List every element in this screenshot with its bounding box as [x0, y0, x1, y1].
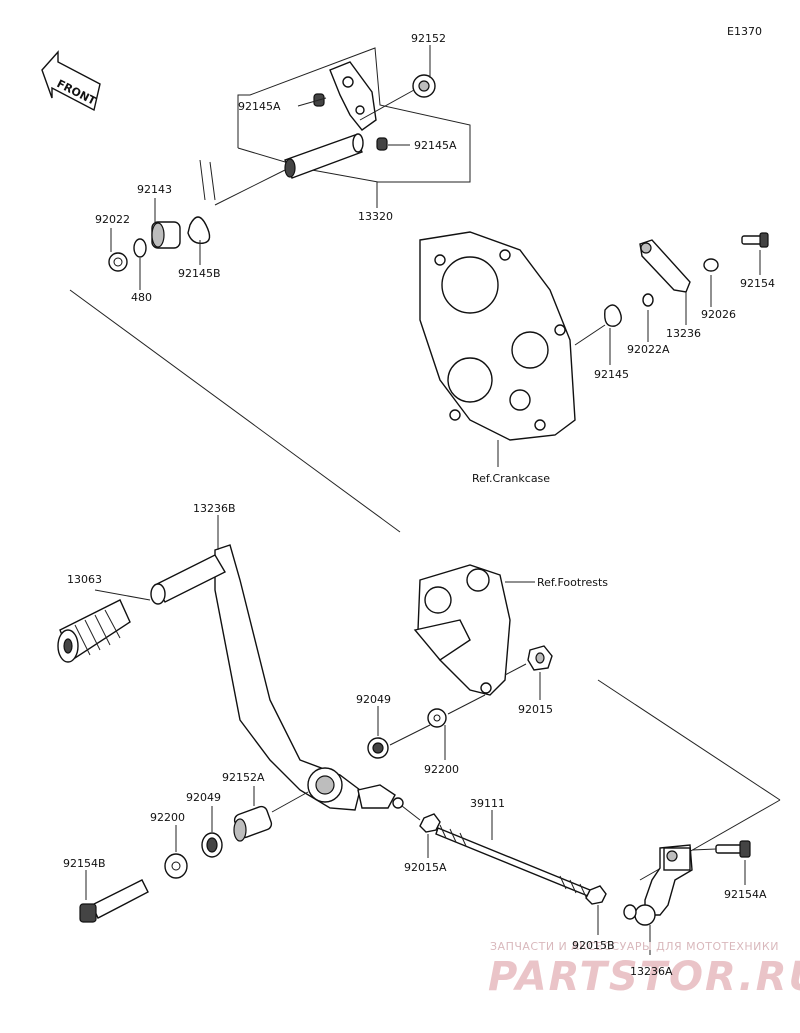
watermark-tagline: ЗАПЧАСТИ И АКСЕССУАРЫ ДЛЯ МОТОТЕХНИКИ	[490, 940, 779, 953]
leader-line-left	[69, 289, 401, 533]
site-watermark: ЗАПЧАСТИ И АКСЕССУАРЫ ДЛЯ МОТОТЕХНИКИ PA…	[488, 940, 800, 1000]
label-39111: 39111	[470, 797, 505, 810]
label-92145: 92145	[594, 368, 629, 381]
lower-shift-arm	[623, 840, 751, 955]
label-13236: 13236	[666, 327, 701, 340]
pedal-rubber	[57, 599, 131, 663]
crankcase-ref-label: Ref.Crankcase	[472, 472, 550, 485]
label-13320: 13320	[358, 210, 393, 223]
shift-arm-parts	[574, 232, 769, 365]
pedal-pivot-parts	[79, 645, 553, 923]
watermark-logo: PARTSTOR.RU	[488, 954, 800, 1000]
label-92143: 92143	[137, 183, 172, 196]
label-92200-upper: 92200	[424, 763, 459, 776]
shift-link-rod	[401, 805, 607, 935]
label-13236B: 13236B	[193, 502, 236, 515]
label-92145A-upper: 92145A	[238, 100, 281, 113]
label-92152: 92152	[411, 32, 446, 45]
label-92026: 92026	[701, 308, 736, 321]
label-92015A: 92015A	[404, 861, 447, 874]
label-92154B: 92154B	[63, 857, 106, 870]
label-92152A: 92152A	[222, 771, 265, 784]
footrests-ref-label: Ref.Footrests	[537, 576, 608, 589]
label-92154: 92154	[740, 277, 775, 290]
leader-line-right	[597, 679, 781, 801]
label-13236A: 13236A	[630, 965, 673, 978]
label-92022A: 92022A	[627, 343, 670, 356]
label-480: 480	[131, 291, 152, 304]
label-92049-lower: 92049	[186, 791, 221, 804]
label-92049-upper: 92049	[356, 693, 391, 706]
shift-shaft-assembly	[108, 45, 471, 290]
label-92154A: 92154A	[724, 888, 767, 901]
label-13063: 13063	[67, 573, 102, 586]
crankcase-reference: Ref.Crankcase	[419, 231, 576, 485]
label-92015B: 92015B	[572, 939, 615, 952]
part-labels: 92152 92145A 92145A 13320 92143 92022 48…	[63, 32, 775, 901]
shift-pedal-assembly	[57, 515, 404, 811]
label-92145B: 92145B	[178, 267, 221, 280]
diagram-code: E1370	[727, 25, 762, 38]
footrest-reference: Ref.Footrests	[413, 564, 608, 696]
front-arrow-icon: FRONT	[41, 50, 101, 112]
label-92145A-lower: 92145A	[414, 139, 457, 152]
label-92022: 92022	[95, 213, 130, 226]
label-92200-lower: 92200	[150, 811, 185, 824]
label-92015: 92015	[518, 703, 553, 716]
